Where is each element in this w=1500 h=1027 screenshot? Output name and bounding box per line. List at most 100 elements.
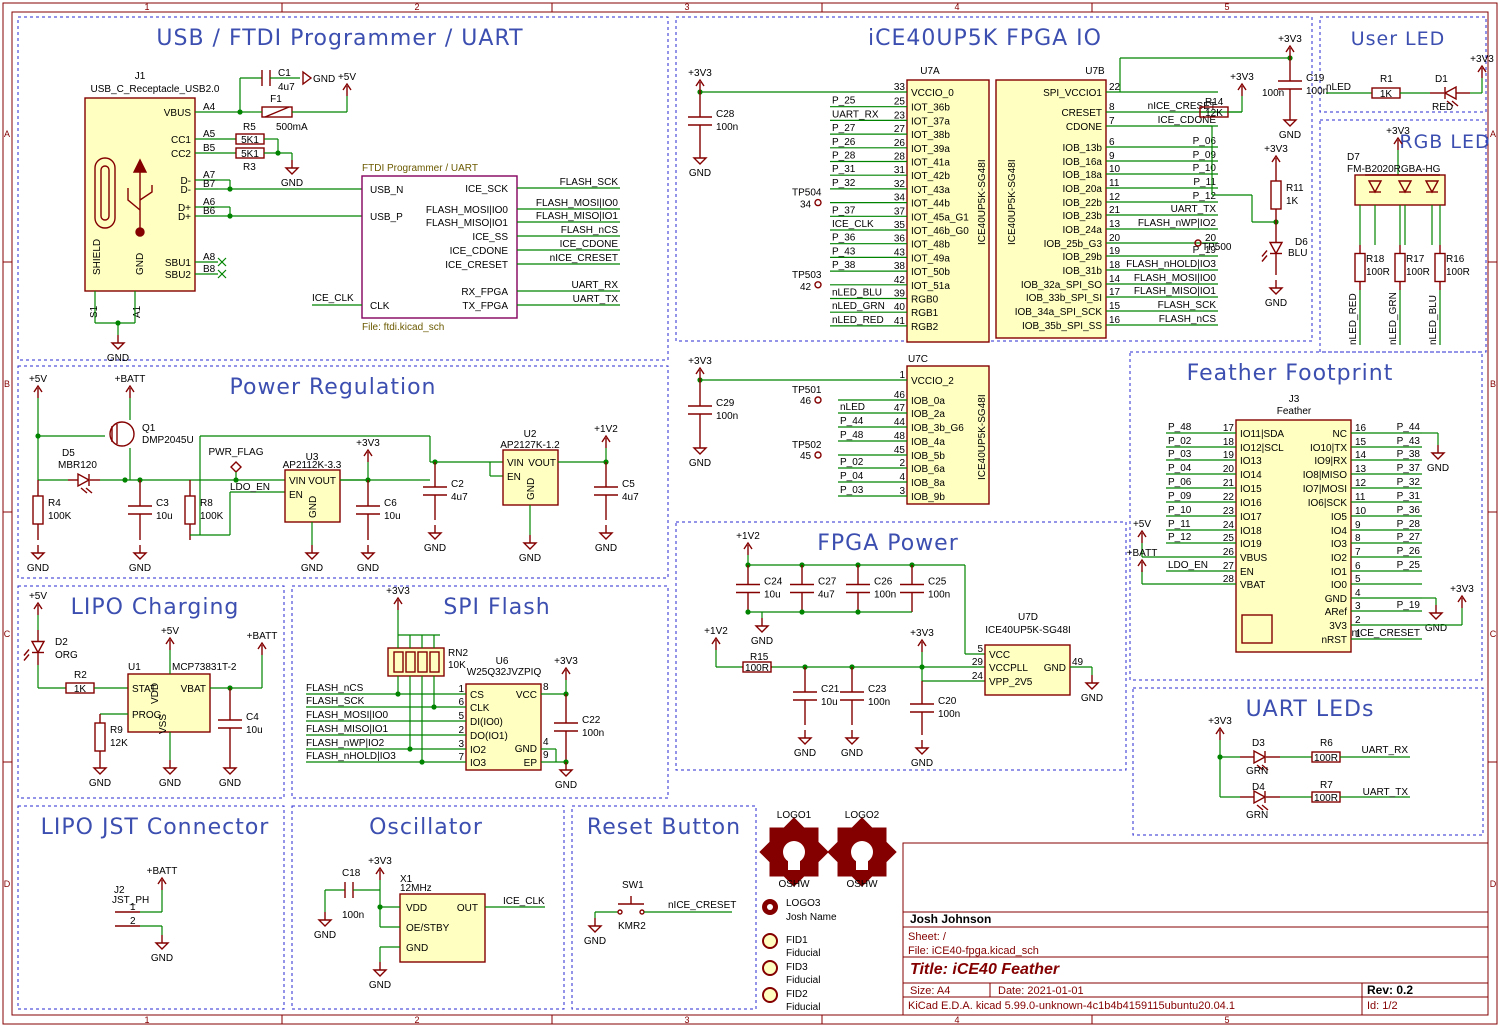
u7d-pin-name: VPP_2V5 [989,677,1033,688]
feather-pin-name: IO10|TX [1310,443,1347,454]
net-label: P_36 [1397,505,1421,516]
u7a-pin-num: 26 [894,138,906,149]
power-symbol [375,866,385,875]
net-label: P_10 [1193,163,1217,174]
net-label: P_26 [1397,546,1421,557]
section-title-reset: Reset Button [587,815,741,840]
led [80,487,88,494]
led [1451,100,1459,107]
net-label: P_04 [1168,463,1192,474]
feather-pin-name: VBUS [1240,553,1268,564]
power-symbol [33,601,43,610]
led [30,640,46,654]
resistor-value: 12K [110,738,128,749]
frame-row: C [1490,629,1497,639]
pwr-flag-label: PWR_FLAG [208,447,263,458]
u7b-pin-num: 13 [1109,219,1121,230]
net-label: P_44 [840,416,864,427]
u7c-pin-num: 45 [894,445,906,456]
resistor [1270,180,1282,210]
u7c-pin-name: IOB_2a [911,409,945,420]
title-sheet: Sheet: / [908,931,947,943]
u7c-side: ICE40UP5K-SG48I [977,394,988,480]
net-label: UART_TX [573,294,619,305]
j1-pin-num: B5 [203,143,216,154]
fiducial-icon [762,987,778,1003]
gnd-label: GND [281,178,303,189]
gnd-symbol [1268,287,1284,295]
title-id: Id: 1/2 [1367,1000,1398,1012]
capacitor-value: 10u [156,511,173,522]
d2-value: ORG [55,650,78,661]
capacitor-ref: C29 [716,398,735,409]
feather-pin-name: ARef [1325,607,1347,618]
r5-value: 5K1 [241,135,259,146]
u6-pin-name: DO(IO1) [470,731,508,742]
junction-dot [745,609,751,615]
power-symbol [257,641,267,650]
feather-pin-num: 16 [1355,423,1367,434]
net-label: P_12 [1193,191,1217,202]
power-label: +3V3 [368,856,392,867]
net-label: UART_RX [572,280,619,291]
net-label: P_12 [1168,532,1192,543]
j1-pin-num: A6 [203,197,216,208]
u2-ref: U2 [524,429,537,440]
capacitor-value: 4u7 [622,492,639,503]
rgb-led [1354,174,1446,206]
rn2-element [405,651,416,673]
gnd-label: GND [584,936,606,947]
feather-pin-num: 8 [1355,533,1361,544]
net-label: P_06 [1168,477,1192,488]
net-label: ICE_CLK [312,293,354,304]
rn2-element [393,651,404,673]
u7b-pin-name: IOB_25b_G3 [1044,239,1103,250]
u7d-power-bank [984,644,1071,696]
rgb-resistor-value: 100R [1366,267,1390,278]
capacitor-value: 100n [928,590,950,601]
u7d-pin-num: 49 [1072,657,1084,668]
title-rev: Rev: 0.2 [1367,983,1413,997]
resistor-ref: R4 [48,498,61,509]
net-label: nICE_CRESET [1352,628,1420,639]
gnd-label: GND [314,930,336,941]
ftdi-sheet-pin: ICE_CDONE [450,246,509,257]
frame-col: 3 [684,1015,689,1025]
gnd-label: GND [357,563,379,574]
u7c-pin-name: IOB_5b [911,451,945,462]
fuse [264,106,290,118]
title-tool: KiCad E.D.A. kicad 5.99.0-unknown-4c1b4b… [908,1000,1235,1012]
net-label: nLED_BLU [1428,295,1439,345]
net-label: nLED_RED [832,315,884,326]
junction-dot [799,609,805,615]
u6-pin-name: GND [515,744,537,755]
u7c-pin-num: 4 [899,472,905,483]
u7c-pin-name: IOB_6a [911,464,945,475]
capacitor-ref: C25 [928,577,947,588]
net-label: FLASH_MOSI|IO0 [1134,273,1217,284]
oshw-label: OSHW [778,879,810,890]
net-label: P_37 [832,205,856,216]
d6-value: BLU [1288,248,1307,259]
logo3-ref: LOGO3 [786,898,821,909]
net-label: P_43 [832,246,856,257]
u7a-pin-num: 23 [894,110,906,121]
net-label: P_02 [840,457,864,468]
capacitor-value: 100n [716,122,738,133]
rn2-ref: RN2 [448,648,468,659]
feather-pin-name: IO13 [1240,456,1262,467]
sw1-ref: SW1 [622,880,644,891]
net-label: UART_RX [832,109,879,120]
gnd-label: GND [1425,623,1447,634]
x1-pin: VDD [406,903,427,914]
u3-value: AP2112K-3.3 [283,460,342,471]
net-label: P_04 [840,471,864,482]
gnd-symbol [692,157,708,165]
capacitor-value: 10u [246,725,263,736]
capacitor-value: 4u7 [451,492,468,503]
power-label: +BATT [1127,548,1158,559]
section-title-feather: Feather Footprint [1187,361,1394,386]
net-label: P_38 [832,260,856,271]
frame-col: 5 [1224,2,1229,12]
feather-pin-num: 15 [1355,437,1367,448]
